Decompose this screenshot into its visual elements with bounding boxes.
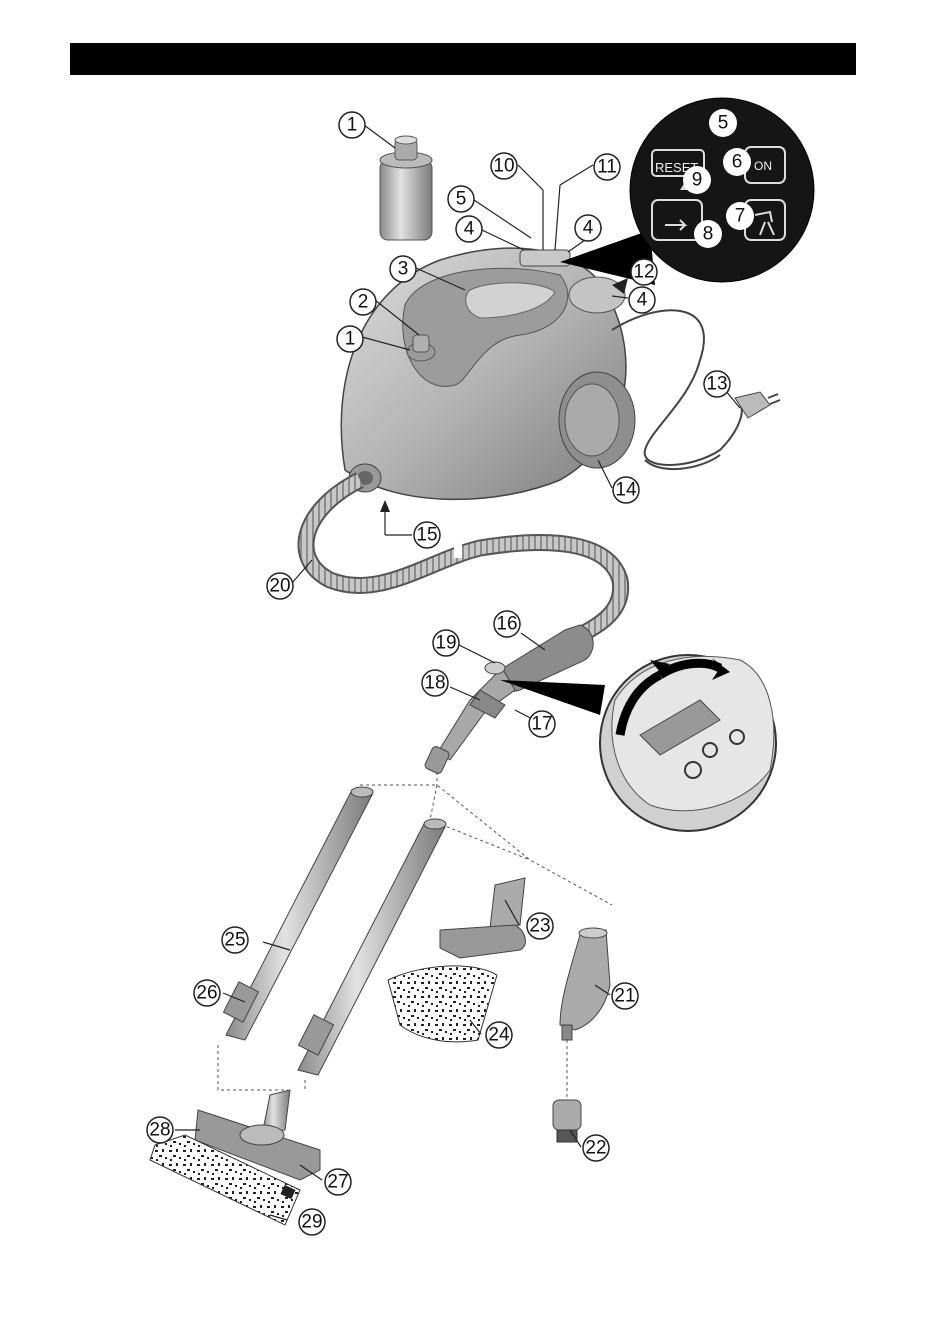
filter-cartridge [380, 136, 432, 240]
gun-lock-zoom [500, 655, 776, 831]
panel-marker-6: 6 [732, 152, 743, 173]
panel-marker-9: 9 [692, 170, 703, 191]
hand-nozzle [440, 878, 525, 958]
callout-14: 14 [615, 480, 637, 501]
on-label: ON [754, 159, 772, 173]
callout-29: 29 [301, 1212, 322, 1233]
steam-cleaner-body [341, 248, 635, 499]
callout-4a: 4 [464, 219, 475, 240]
steam-hose [306, 480, 621, 635]
header-bar [70, 43, 856, 75]
callout-24: 24 [488, 1025, 510, 1046]
callout-20: 20 [269, 576, 290, 597]
callout-17: 17 [531, 714, 552, 735]
callout-19: 19 [435, 633, 456, 654]
callout-11: 11 [597, 157, 617, 178]
callout-12: 12 [633, 262, 654, 283]
callout-22: 22 [585, 1138, 606, 1159]
control-panel-zoom: RESET ON 5 6 7 8 9 [560, 98, 814, 285]
callout-3: 3 [398, 259, 409, 280]
callout-21: 21 [614, 986, 635, 1007]
callout-25: 25 [224, 930, 245, 951]
callout-18: 18 [424, 673, 445, 694]
callout-1a: 1 [347, 115, 358, 136]
callout-27: 27 [327, 1172, 348, 1193]
callout-13: 13 [706, 374, 727, 395]
callout-5: 5 [456, 189, 467, 210]
panel-marker-7: 7 [735, 206, 746, 227]
callout-4c: 4 [637, 290, 648, 311]
panel-marker-8: 8 [703, 224, 714, 245]
callout-23: 23 [529, 916, 550, 937]
callout-15: 15 [416, 525, 437, 546]
callout-10: 10 [493, 156, 514, 177]
callout-26: 26 [196, 983, 217, 1004]
callout-2: 2 [358, 292, 369, 313]
panel-marker-5: 5 [718, 113, 729, 134]
detail-nozzle [560, 928, 610, 1040]
round-brush [553, 1100, 581, 1142]
callout-4b: 4 [583, 218, 594, 239]
callout-28: 28 [149, 1120, 170, 1141]
callout-16: 16 [496, 614, 517, 635]
microfibre-cover [388, 966, 497, 1042]
callout-1b: 1 [345, 329, 356, 350]
